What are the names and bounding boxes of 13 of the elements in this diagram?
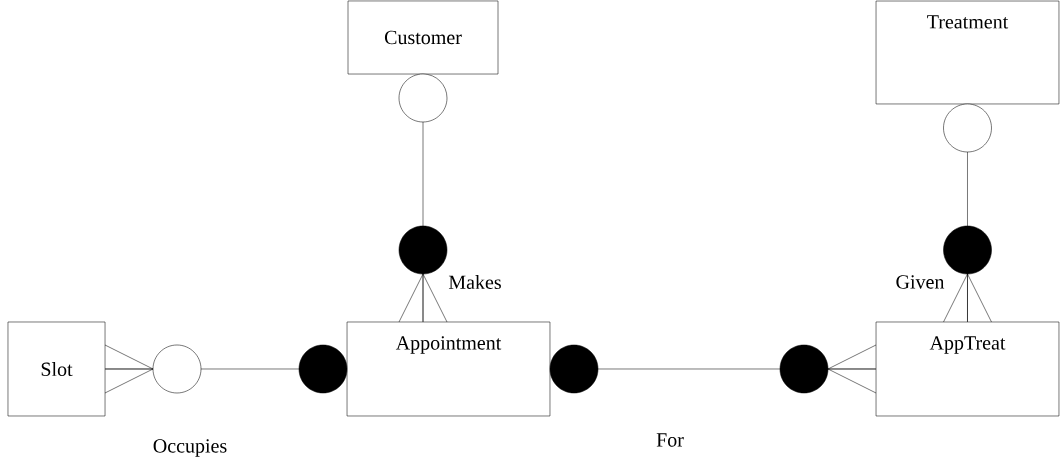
entity-box: Slot (7, 321, 106, 417)
entity-box: Customer (347, 0, 499, 75)
edge-label: Occupies (153, 439, 227, 457)
entity-box: AppTreat (875, 321, 1060, 417)
edge-label: Given (896, 275, 945, 289)
edge-label: Makes (448, 274, 501, 289)
relationship-line (943, 103, 992, 323)
relationship-line (104, 344, 348, 394)
edge-label: For (656, 433, 684, 447)
entity-box: Treatment (875, 0, 1060, 105)
relationship-line (549, 344, 877, 394)
relationship-line (398, 73, 448, 323)
entity-box: Appointment (346, 321, 551, 417)
